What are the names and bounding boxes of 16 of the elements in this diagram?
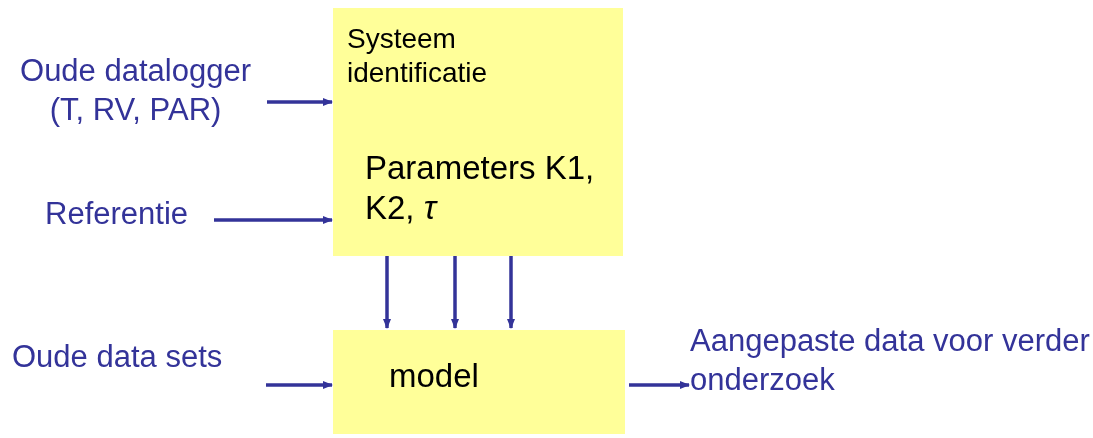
arrow [266, 381, 333, 389]
arrow [383, 256, 391, 329]
box-text: model [389, 356, 480, 396]
process-box [333, 8, 623, 256]
box-text: Parameters K1, K2, τ [365, 148, 596, 228]
process-box [333, 330, 625, 434]
arrow [267, 98, 333, 106]
box-text: Systeem identificatie [347, 22, 489, 90]
arrow [451, 256, 459, 329]
input-label: Oude data sets [12, 338, 262, 377]
arrow [214, 216, 333, 224]
arrow [507, 256, 515, 329]
input-label: Oude datalogger (T, RV, PAR) [8, 52, 263, 130]
arrow [629, 381, 690, 389]
input-label: Referentie [45, 195, 210, 234]
input-label: Aangepaste data voor verder onderzoek [690, 322, 1090, 400]
